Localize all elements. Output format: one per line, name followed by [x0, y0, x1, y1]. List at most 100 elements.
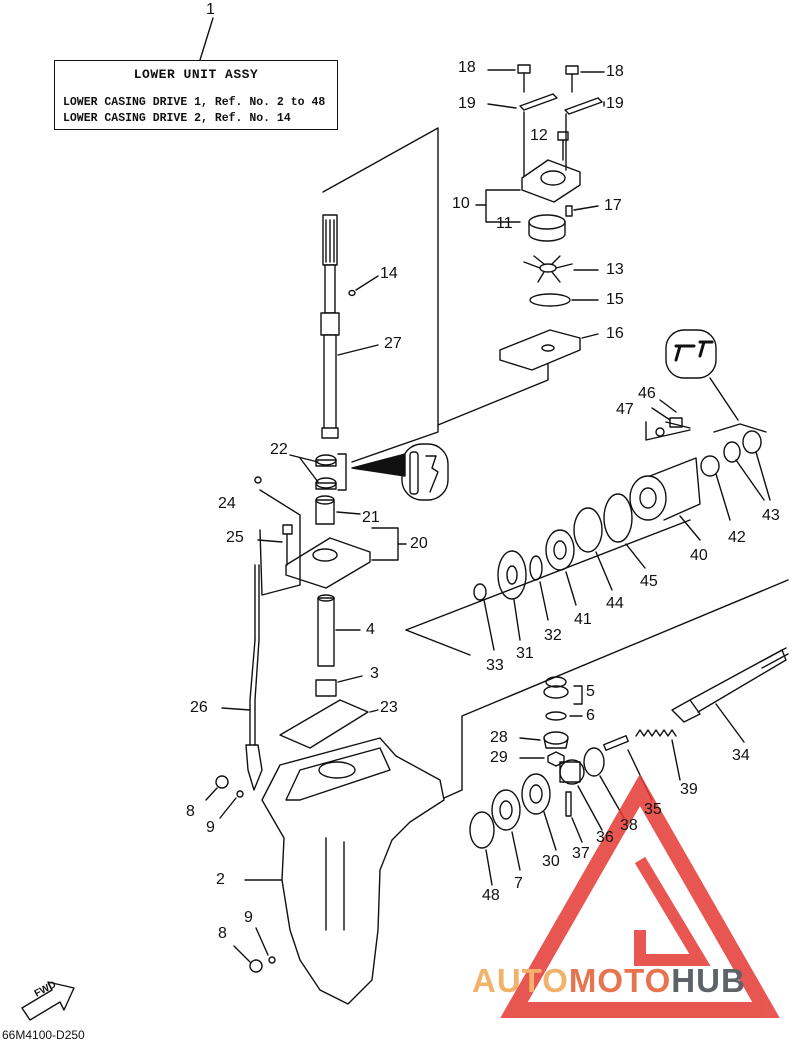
callout-38: 38	[620, 817, 638, 834]
callout-3: 3	[370, 665, 379, 682]
callout-44: 44	[606, 595, 624, 612]
fwd-arrow	[21, 981, 75, 1021]
callout-41: 41	[574, 611, 592, 628]
bearing-housing-cap	[629, 457, 701, 541]
callout-39: 39	[680, 781, 698, 798]
watermark-logo: AUTOMOTOHUB	[472, 962, 746, 1000]
callout-30: 30	[542, 853, 560, 870]
key-17	[565, 205, 573, 217]
callout-25: 25	[226, 529, 244, 546]
driveshaft-bracket-line	[322, 127, 439, 463]
callout-22: 22	[270, 441, 288, 458]
callout-45: 45	[640, 573, 658, 590]
forward-gear	[497, 550, 527, 641]
callout-23: 23	[380, 699, 398, 716]
callout-12: 12	[530, 127, 548, 144]
spring-ring-38	[583, 747, 605, 777]
leader-1	[199, 17, 214, 61]
gear-bracket-bottom	[405, 629, 471, 656]
callout-40: 40	[690, 547, 708, 564]
callout-42: 42	[728, 529, 746, 546]
oring-48	[469, 811, 495, 849]
detail-bubble-22	[351, 443, 449, 501]
callout-10: 10	[452, 195, 470, 212]
title-box: LOWER UNIT ASSY LOWER CASING DRIVE 1, Re…	[54, 60, 338, 130]
callout-16: 16	[606, 325, 624, 342]
callout-18: 18	[606, 63, 624, 80]
callout-13: 13	[606, 261, 624, 278]
callout-18: 18	[458, 59, 476, 76]
plate-19-right	[564, 97, 603, 115]
callout-11: 11	[496, 215, 513, 232]
callout-19: 19	[458, 95, 476, 112]
reverse-gear	[521, 773, 557, 851]
callout-7: 7	[514, 875, 523, 892]
propshaft-bracket-line	[461, 579, 789, 791]
bearings-22	[289, 453, 347, 491]
oring-45	[603, 493, 633, 543]
insert-cartridge	[528, 214, 566, 242]
watermark-logo-mark	[500, 773, 780, 1018]
washer-47	[655, 427, 665, 437]
callout-29: 29	[490, 749, 508, 766]
callout-6: 6	[586, 707, 595, 724]
pin-24	[254, 476, 262, 484]
oil-seal-housing	[259, 489, 407, 596]
outer-plate	[437, 329, 599, 426]
lower-casing	[244, 737, 445, 1005]
callout-1: 1	[206, 1, 215, 18]
watermark-part-hub: HUB	[671, 962, 746, 999]
callout-46: 46	[638, 385, 656, 402]
spring-39	[635, 729, 677, 737]
callout-28: 28	[490, 729, 508, 746]
callout-14: 14	[380, 265, 398, 282]
title-box-title: LOWER UNIT ASSY	[133, 67, 259, 82]
plate-19-left	[519, 93, 558, 111]
callout-8: 8	[218, 925, 227, 942]
pinion	[519, 731, 569, 749]
oring-44	[573, 507, 603, 553]
gasket-23	[279, 699, 369, 749]
callout-20: 20	[410, 535, 428, 552]
shim-32	[529, 555, 543, 581]
propeller-shaft	[671, 647, 789, 743]
plug-8-lower	[249, 959, 263, 973]
gasket-15	[529, 293, 571, 307]
bolt-18-right	[565, 65, 605, 93]
callout-31: 31	[516, 645, 534, 662]
bearing-5	[543, 676, 583, 705]
bearing-7	[491, 789, 521, 871]
callout-21: 21	[362, 509, 380, 526]
grommet-3	[315, 679, 337, 697]
pump-housing	[521, 111, 581, 203]
bushing-42	[700, 455, 720, 477]
callout-27: 27	[384, 335, 402, 352]
nut-29	[547, 751, 565, 767]
washer-9-lower	[268, 956, 276, 964]
clutch-dog	[559, 759, 603, 831]
callout-43: 43	[762, 507, 780, 524]
callout-4: 4	[366, 621, 375, 638]
shim-33	[473, 583, 487, 601]
plunger-35	[603, 735, 629, 751]
callout-19: 19	[606, 95, 624, 112]
bearing-41	[545, 529, 577, 606]
callout-26: 26	[190, 699, 208, 716]
water-tube	[317, 594, 361, 667]
impeller	[523, 255, 599, 283]
washer-9-upper	[236, 790, 244, 798]
watermark-part-auto: AUTO	[472, 962, 569, 999]
callout-48: 48	[482, 887, 500, 904]
gear-bracket-top	[405, 519, 691, 631]
drive-shaft	[320, 214, 379, 439]
seal-43-a	[723, 441, 741, 463]
callout-33: 33	[486, 657, 504, 674]
bolt-25	[282, 524, 293, 535]
callout-15: 15	[606, 291, 624, 308]
bolt-18-left	[487, 64, 531, 93]
callout-9: 9	[206, 819, 215, 836]
callout-32: 32	[544, 627, 562, 644]
pin-14	[348, 289, 356, 297]
